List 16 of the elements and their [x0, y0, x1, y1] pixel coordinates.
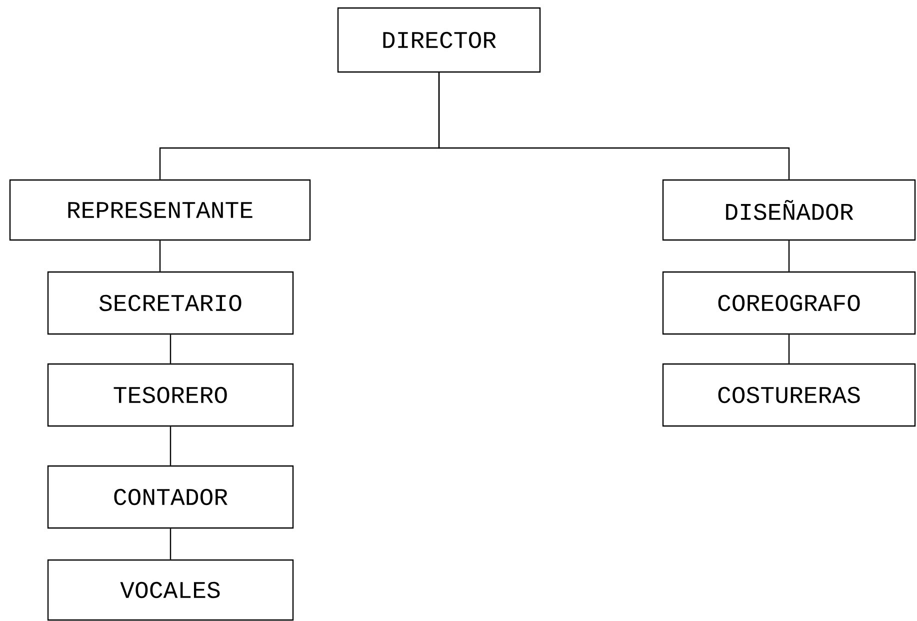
org-box: DISEÑADOR: [662, 179, 916, 241]
connector-line: [788, 240, 790, 272]
connector-line: [170, 426, 172, 466]
connector-line: [170, 528, 172, 560]
org-box: SECRETARIO: [47, 271, 294, 335]
org-box: CONTADOR: [47, 465, 294, 529]
connector-line: [788, 334, 790, 364]
connector-line: [159, 240, 161, 272]
org-box: REPRESENTANTE: [9, 179, 311, 241]
org-box: COREOGRAFO: [662, 271, 916, 335]
org-box: COSTURERAS: [662, 363, 916, 427]
org-box: DIRECTOR: [337, 7, 541, 73]
connector-line: [170, 334, 172, 364]
org-box: VOCALES: [47, 559, 294, 621]
connector-line: [438, 72, 790, 180]
org-box: TESORERO: [47, 363, 294, 427]
